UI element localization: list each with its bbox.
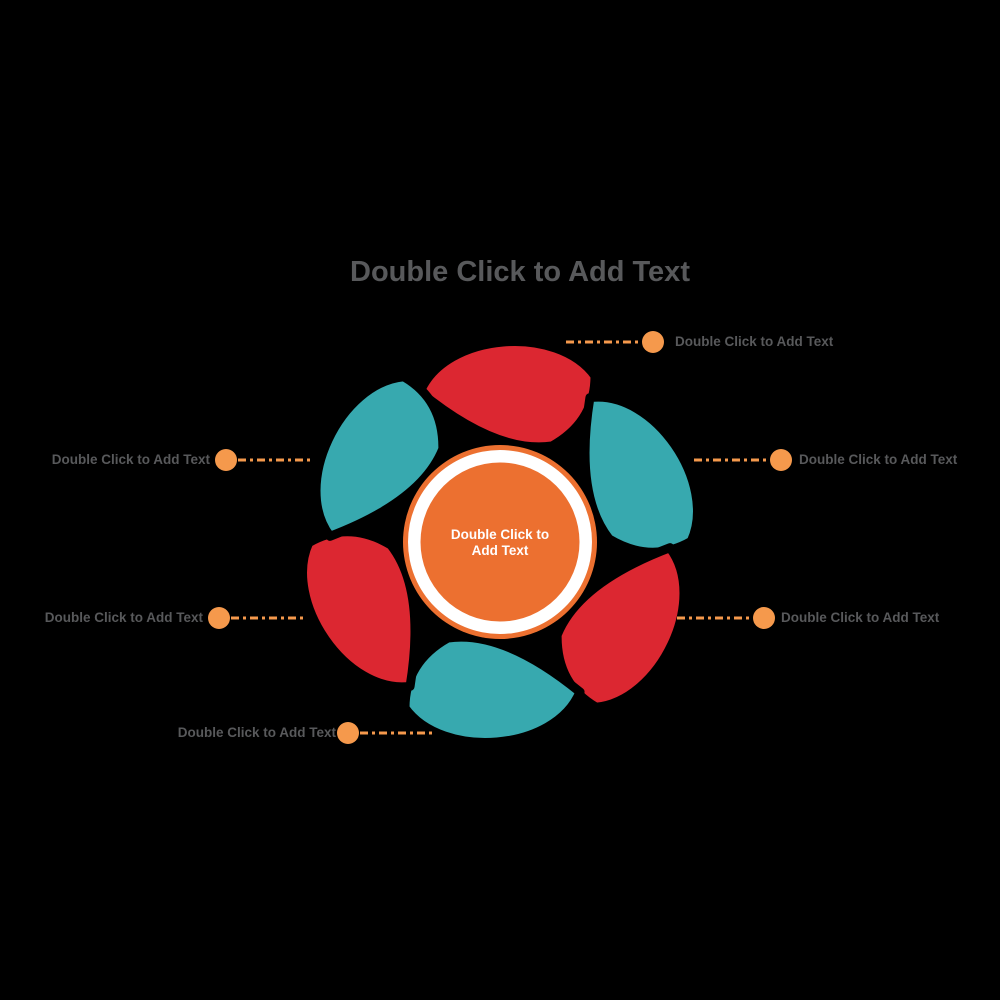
petal-top-left[interactable] [286, 359, 465, 563]
callout-label-top-right[interactable]: Double Click to Add Text [675, 334, 834, 349]
callout-dot-bottom-right [753, 607, 775, 629]
connector-group [231, 340, 769, 735]
center-circle-label-line2: Add Text [471, 543, 529, 558]
callout-label-bottom[interactable]: Double Click to Add Text [177, 725, 336, 740]
dot-group [208, 331, 792, 744]
callout-dot-right [770, 449, 792, 471]
callout-dot-bottom [337, 722, 359, 744]
diagram-title[interactable]: Double Click to Add Text [350, 256, 690, 288]
callout-dot-left [215, 449, 237, 471]
callout-label-right[interactable]: Double Click to Add Text [799, 452, 958, 467]
petal-bottom[interactable] [400, 632, 585, 747]
callout-dot-bottom-left [208, 607, 230, 629]
callout-dot-top-right [642, 331, 664, 353]
petal-group [286, 337, 702, 747]
callout-label-bottom-left[interactable]: Double Click to Add Text [44, 610, 203, 625]
center-disc[interactable] [420, 462, 580, 622]
petal-top[interactable] [415, 337, 600, 452]
center-circle-label-line1: Double Click to [450, 527, 550, 542]
callout-label-left[interactable]: Double Click to Add Text [51, 452, 210, 467]
callout-label-bottom-right[interactable]: Double Click to Add Text [781, 610, 940, 625]
center-circle-label[interactable]: Double Click to Add Text [415, 527, 585, 559]
